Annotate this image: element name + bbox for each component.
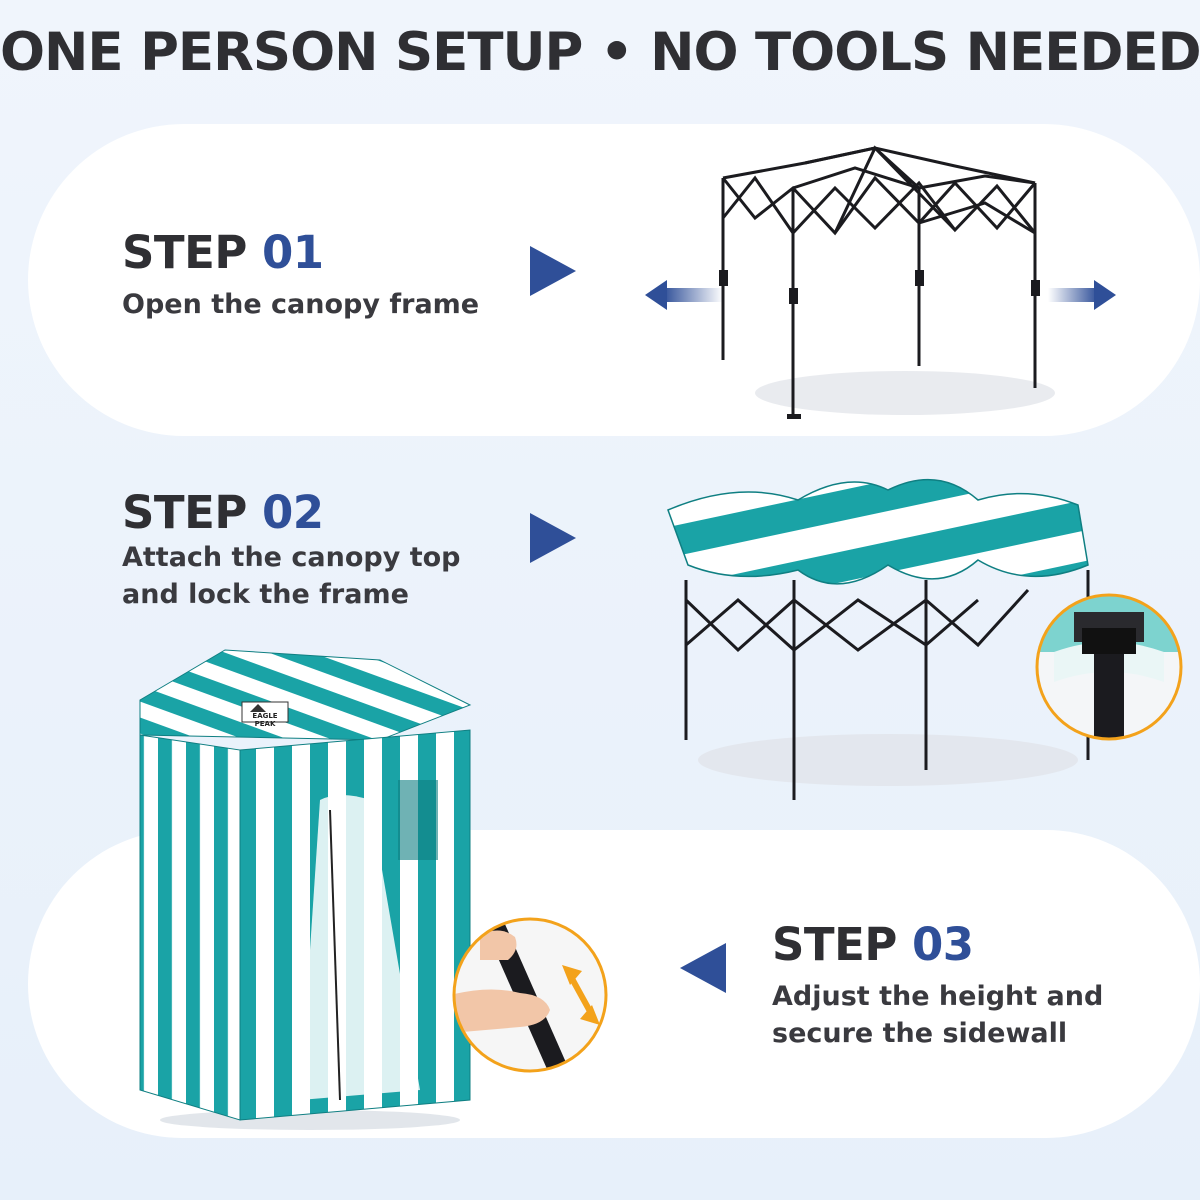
step-03-text: Adjust the height and secure the sidewal…: [772, 978, 1103, 1052]
step-number: 03: [912, 918, 974, 971]
double-arrow-icon: [562, 965, 600, 1025]
play-right-icon: [530, 246, 576, 296]
step-text-line: Adjust the height and: [772, 981, 1104, 1012]
step-text-line: secure the sidewall: [772, 1018, 1068, 1049]
step-number: 02: [262, 486, 324, 539]
arrow-left-icon: [645, 280, 723, 310]
step-02-text: Attach the canopy top and lock the frame: [122, 539, 461, 613]
step-label: STEP: [122, 486, 247, 539]
play-left-icon: [680, 943, 726, 993]
step-03-heading: STEP 03: [772, 918, 974, 971]
step-text-line: Attach the canopy top: [122, 542, 461, 573]
velcro-detail-circle: [1035, 593, 1183, 741]
step-01-heading: STEP 01: [122, 226, 324, 279]
changing-tent-illustration: [139, 649, 472, 1130]
step-label: STEP: [772, 918, 897, 971]
play-right-icon: [530, 513, 576, 563]
canopy-frame-illustration: [719, 145, 1055, 419]
page-title: ONE PERSON SETUP • NO TOOLS NEEDED: [0, 22, 1200, 83]
step-label: STEP: [122, 226, 247, 279]
canopy-top-illustration: [667, 478, 1090, 800]
step-number: 01: [262, 226, 324, 279]
brand-logo-text: EAGLE PEAK: [252, 712, 278, 728]
step-text-line: and lock the frame: [122, 579, 409, 610]
arrow-right-icon: [1048, 280, 1116, 310]
step-text-line: Open the canopy frame: [122, 289, 480, 320]
pole-adjust-detail-circle: [452, 917, 608, 1073]
step-01-text: Open the canopy frame: [122, 286, 479, 323]
step-02-heading: STEP 02: [122, 486, 324, 539]
